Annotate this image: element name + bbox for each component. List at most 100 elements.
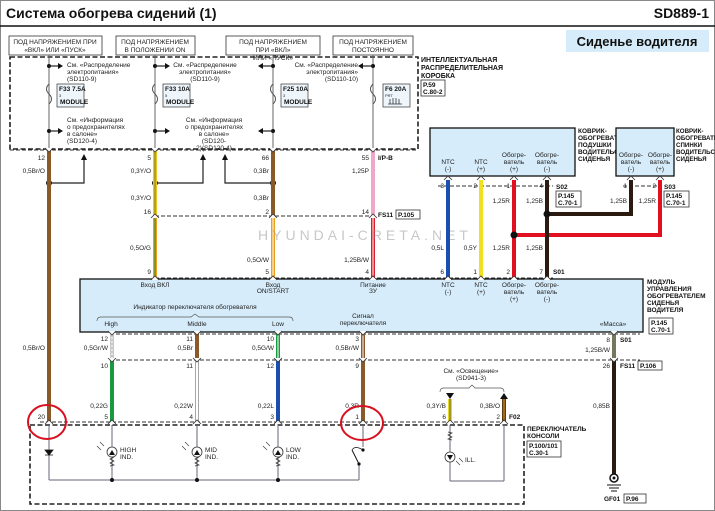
wire-back-plus: 2 1,25R <box>639 183 657 205</box>
jb-ref-4 <box>358 63 375 69</box>
svg-text:14: 14 <box>362 209 370 216</box>
svg-text:2: 2 <box>506 269 510 276</box>
svg-text:20: 20 <box>38 414 46 421</box>
console-circuit <box>48 425 505 482</box>
switch-icon <box>351 447 365 466</box>
svg-text:1,25R: 1,25R <box>493 198 511 205</box>
svg-text:F33 10A: F33 10A <box>165 86 190 93</box>
svg-text:F25 10A: F25 10A <box>283 86 308 93</box>
svg-text:3: 3 <box>270 414 274 421</box>
svg-text:MODULE: MODULE <box>166 99 195 106</box>
svg-text:0,5O/G: 0,5O/G <box>130 245 151 252</box>
svg-text:0,22L: 0,22L <box>258 403 275 410</box>
svg-text:0,85B: 0,85B <box>593 403 610 410</box>
svg-text:0,3Y/B: 0,3Y/B <box>426 403 446 410</box>
junction-box <box>9 56 419 150</box>
power-label-1: ПОД НАПРЯЖЕНИЕМ ПРИ«ВКЛ» ИЛИ «ПУСК» <box>8 35 103 56</box>
wire-ill-a: 0,3Y/B 6 <box>426 393 454 422</box>
svg-text:0,5G/W: 0,5G/W <box>252 345 275 352</box>
svg-text:55: 55 <box>362 155 370 162</box>
wire-heat-minus: 1,25B 1,25B 4 7 S01 <box>526 178 633 278</box>
cushion-pin-2: NTC(+) <box>474 159 488 173</box>
svg-text:P.145: P.145 <box>666 193 683 200</box>
level-high: High <box>104 321 118 328</box>
svg-text:10: 10 <box>267 336 275 343</box>
svg-text:1,25B: 1,25B <box>610 198 627 205</box>
wire-ntc-minus: 3 0,5L 6 <box>431 178 450 278</box>
console-switch-box <box>29 424 525 505</box>
svg-text:0,22W: 0,22W <box>174 403 194 410</box>
svg-text:0,5O/W: 0,5O/W <box>247 257 270 264</box>
wire-ground: 8 S01 1,25B/W 26 FS11 P.106 0,85B <box>585 333 663 474</box>
svg-text:3: 3 <box>355 336 359 343</box>
module-input-on: Вход ВКЛ <box>141 282 170 289</box>
svg-text:3: 3 <box>283 93 286 98</box>
svg-text:7: 7 <box>539 269 543 276</box>
back-pin-2: Обогре-ватель(+) <box>648 151 672 173</box>
svg-text:12: 12 <box>267 363 275 370</box>
svg-text:1,25R: 1,25R <box>639 198 657 205</box>
wire-heat-plus: 1,25R 1,25R 1 2 <box>493 178 662 278</box>
fuse-f33-7-5a: F33 7.5A 3 MODULE <box>56 83 89 108</box>
svg-text:0,3B/O: 0,3B/O <box>480 403 500 410</box>
svg-text:PRT: PRT <box>385 93 393 98</box>
diode-icon <box>44 449 54 456</box>
lighting-ref-text: См. «Освещение»(SD941-3) <box>443 368 498 382</box>
power-label-text-1: ПОД НАПРЯЖЕНИЕМ ПРИ«ВКЛ» ИЛИ «ПУСК» <box>13 39 97 54</box>
svg-text:C.70-1: C.70-1 <box>558 200 578 207</box>
cushion-pin-3: Обогре-ватель(+) <box>502 151 526 173</box>
svg-text:P.145: P.145 <box>651 320 668 327</box>
svg-text:1,25P: 1,25P <box>352 168 369 175</box>
svg-text:F33 7.5A: F33 7.5A <box>59 86 86 93</box>
ill-lamp-icon: ILL. <box>444 431 476 466</box>
wire-low: 10 0,5G/W 12 0,22L 3 <box>252 333 280 422</box>
lamp-ill-text: ILL. <box>465 457 476 464</box>
terminal-marks <box>44 147 665 425</box>
svg-text:1,25B/W: 1,25B/W <box>585 347 611 354</box>
watermark: HYUNDAI-CRETA.NET <box>258 227 472 243</box>
ground-ref: P.96 <box>626 496 639 503</box>
s03-connector: S03 <box>664 184 676 191</box>
svg-text:0,5Br/O: 0,5Br/O <box>23 168 45 175</box>
svg-text:2: 2 <box>265 209 269 216</box>
svg-text:11: 11 <box>186 336 193 343</box>
svg-text:0,5L: 0,5L <box>431 245 444 252</box>
svg-text:P.105: P.105 <box>398 212 415 219</box>
svg-text:S01: S01 <box>620 337 632 344</box>
svg-text:4: 4 <box>365 269 369 276</box>
svg-text:5: 5 <box>147 155 151 162</box>
svg-text:0,3Y/O: 0,3Y/O <box>131 168 151 175</box>
cushion-mat-box <box>429 127 576 177</box>
level-middle: Middle <box>187 321 207 328</box>
svg-text:16: 16 <box>144 209 152 216</box>
svg-text:3: 3 <box>440 183 444 190</box>
fuse-f6-20a: F6 20A PRT <box>382 83 411 108</box>
cushion-pin-4: Обогре-ватель(-) <box>535 151 559 173</box>
svg-text:0,5Gr/W: 0,5Gr/W <box>84 345 109 352</box>
svg-text:C.70-1: C.70-1 <box>666 200 686 207</box>
highlight-circle-pin-20 <box>27 404 67 440</box>
page-title: Система обогрева сидений (1) <box>6 5 217 21</box>
seat-heater-icon <box>388 98 402 105</box>
svg-text:1,25B: 1,25B <box>526 198 543 205</box>
indicator-title: Индикатор переключателя обогревателя <box>133 303 257 311</box>
svg-text:5: 5 <box>165 93 168 98</box>
svg-text:0,5Br/W: 0,5Br/W <box>336 345 360 352</box>
ground-ref-box <box>623 493 647 504</box>
svg-text:11: 11 <box>186 363 193 370</box>
